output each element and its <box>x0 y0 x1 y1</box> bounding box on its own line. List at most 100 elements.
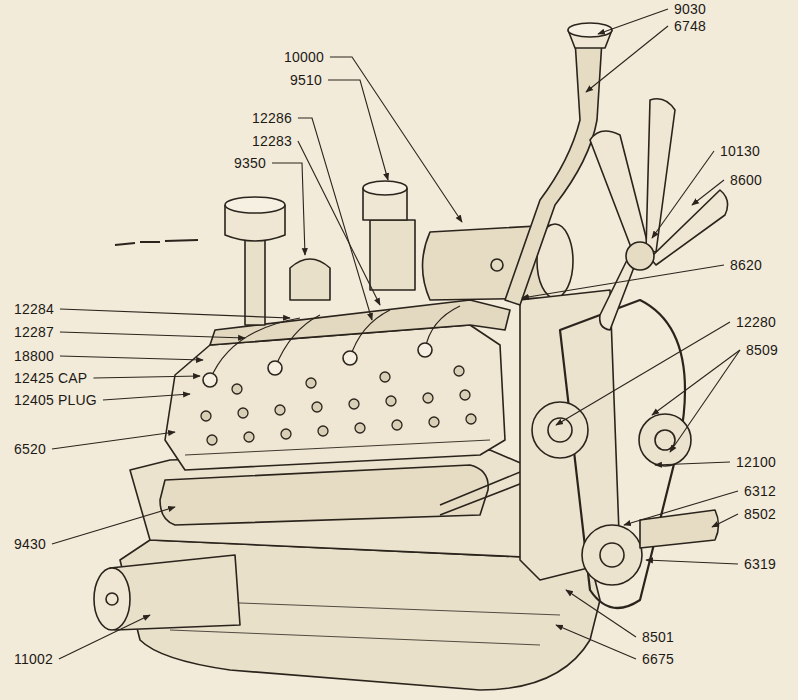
callout-number: 9350 <box>232 155 268 171</box>
callout-number: 9510 <box>288 72 324 88</box>
callout-number: 6748 <box>672 18 708 34</box>
callout-number: 11002 <box>12 651 55 667</box>
leader-line <box>712 514 738 527</box>
head-bolt <box>423 393 433 403</box>
oil-filler-tube <box>505 40 602 305</box>
spark-plug <box>343 351 357 365</box>
leader-line <box>52 507 175 544</box>
leader-line <box>272 163 305 255</box>
pulley-hub <box>548 418 572 442</box>
head-bolt <box>201 411 211 421</box>
leader-line <box>328 80 388 180</box>
leader-line <box>556 625 636 659</box>
fan-blade <box>590 131 648 250</box>
head-bolt <box>275 405 285 415</box>
leader-line <box>522 265 724 298</box>
leader-line <box>59 615 150 659</box>
callout-number: 6675 <box>640 651 676 667</box>
engine-drawing <box>94 23 728 690</box>
callout-number: 12405 PLUG <box>12 392 99 408</box>
head-bolt <box>207 435 217 445</box>
head-bolt <box>306 378 316 388</box>
leader-line <box>60 332 245 338</box>
leader-line <box>670 350 740 452</box>
head-bolt <box>380 372 390 382</box>
starter-end <box>94 568 130 630</box>
leader-line <box>586 26 668 92</box>
callout-number: 12100 <box>734 454 778 470</box>
leader-line <box>646 560 738 564</box>
head-bolt <box>466 414 476 424</box>
head-bolt <box>355 423 365 433</box>
callout-number: 6520 <box>12 441 48 457</box>
callout-number: 9030 <box>672 1 708 17</box>
callout-number: 12286 <box>250 110 294 126</box>
leader-line <box>566 590 636 637</box>
head-bolt <box>318 426 328 436</box>
spark-plug <box>418 343 432 357</box>
leader-line <box>598 9 668 34</box>
head-bolt <box>281 429 291 439</box>
callout-number: 10000 <box>282 49 326 65</box>
filler-cap-top <box>568 23 612 37</box>
callout-number: 8502 <box>742 506 778 522</box>
head-bolt <box>349 399 359 409</box>
head-bolt <box>429 417 439 427</box>
callout-number: 8600 <box>728 172 764 188</box>
leader-line <box>60 356 203 360</box>
leader-line <box>298 118 372 320</box>
callout-number: 12425 CAP <box>12 370 89 386</box>
callout-number: 9430 <box>12 536 48 552</box>
crank-pulley <box>582 525 642 585</box>
fuel-pump <box>290 259 330 300</box>
leader-line <box>93 376 200 378</box>
water-pump-pulley <box>639 414 691 466</box>
leader-line <box>103 394 190 400</box>
leader-line <box>624 491 738 525</box>
head-bolt <box>386 396 396 406</box>
head-bolt <box>454 366 464 376</box>
outlet-pipe <box>640 510 719 548</box>
head-bolt <box>460 390 470 400</box>
head-bolt <box>312 402 322 412</box>
callout-number: 8501 <box>640 629 676 645</box>
fan-hub <box>626 242 654 270</box>
callout-number: 6312 <box>742 483 778 499</box>
leader-line <box>655 462 730 465</box>
leader-line <box>556 322 730 425</box>
callout-number: 8509 <box>744 342 780 358</box>
generator-bolt <box>491 259 503 271</box>
callout-number: 10130 <box>718 143 762 159</box>
callout-number: 12280 <box>734 314 778 330</box>
head-bolt <box>244 432 254 442</box>
air-cleaner-top <box>225 197 285 213</box>
callout-number: 12283 <box>250 133 294 149</box>
cylinder-head <box>165 325 505 470</box>
callout-number: 12284 <box>12 301 56 317</box>
leader-line <box>330 57 462 222</box>
spark-plug <box>203 373 217 387</box>
callout-number: 18800 <box>12 348 56 364</box>
leader-line <box>652 350 740 415</box>
head-bolt <box>392 420 402 430</box>
leader-line <box>298 141 380 305</box>
fan-blade <box>646 99 675 252</box>
exhaust-manifold <box>160 465 488 525</box>
leader-line <box>60 309 290 318</box>
head-bolt <box>238 408 248 418</box>
carburetor-body <box>370 220 415 290</box>
sketch-dash <box>115 240 198 245</box>
leader-lines <box>52 9 740 659</box>
brace <box>440 470 530 515</box>
callout-number: 8620 <box>728 257 764 273</box>
starter-shaft <box>106 593 118 605</box>
ignition-wire <box>210 306 460 380</box>
head-bolts <box>201 366 476 445</box>
carburetor-top <box>363 181 407 195</box>
air-cleaner-stem <box>245 240 265 325</box>
fan-blade <box>600 258 636 330</box>
